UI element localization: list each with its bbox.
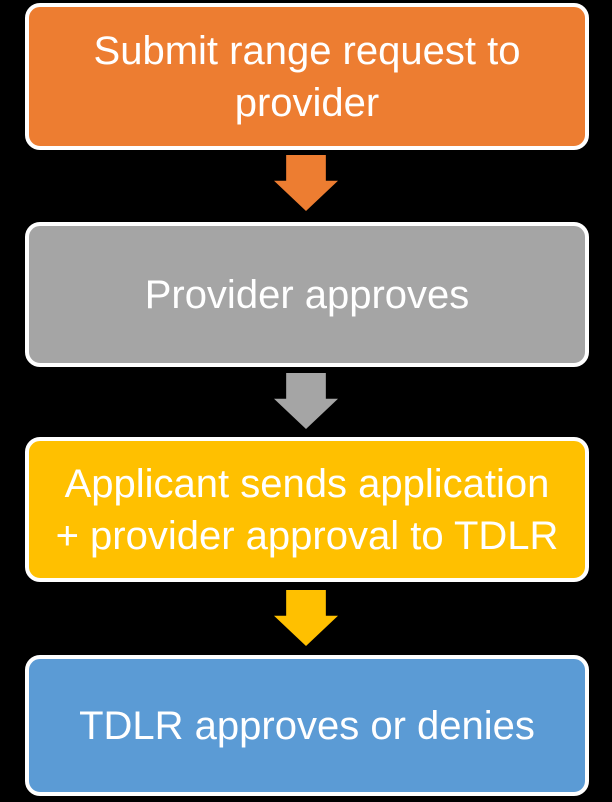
down-arrow-connector-3 (274, 590, 338, 646)
flow-step-label: Applicant sends application + provider a… (55, 461, 559, 558)
flow-step-submit-range-request: Submit range request to provider (25, 3, 589, 150)
down-arrow-connector-2 (274, 373, 338, 429)
flow-step-provider-approves: Provider approves (25, 222, 589, 367)
flow-step-label: TDLR approves or denies (79, 703, 535, 748)
down-arrow-connector-1 (274, 155, 338, 211)
flow-step-applicant-sends-application: Applicant sends application + provider a… (25, 437, 589, 582)
flow-step-label: Provider approves (144, 272, 470, 317)
flow-step-label: Submit range request to provider (93, 28, 521, 125)
flow-step-tdlr-approves-or-denies: TDLR approves or denies (25, 655, 589, 796)
